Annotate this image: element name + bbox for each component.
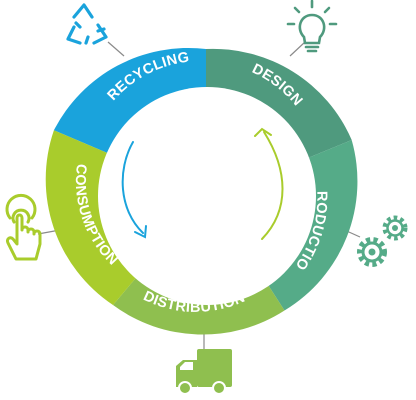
connector-recycling xyxy=(107,41,125,57)
connector-design xyxy=(289,41,306,57)
delivery-truck-icon xyxy=(176,349,232,395)
inner-arrow-left-head xyxy=(134,225,147,239)
inner-arrow-right xyxy=(261,131,284,240)
recycle-icon xyxy=(66,3,108,45)
inner-arrows xyxy=(121,127,284,240)
inner-arrow-right-head xyxy=(254,127,272,137)
ring-center xyxy=(98,87,316,305)
pointing-hand-icon xyxy=(5,193,42,261)
inner-arrow-left xyxy=(121,141,144,234)
lightbulb-icon xyxy=(286,0,338,53)
cycle-ring xyxy=(45,47,358,335)
gears-icon xyxy=(357,215,408,267)
